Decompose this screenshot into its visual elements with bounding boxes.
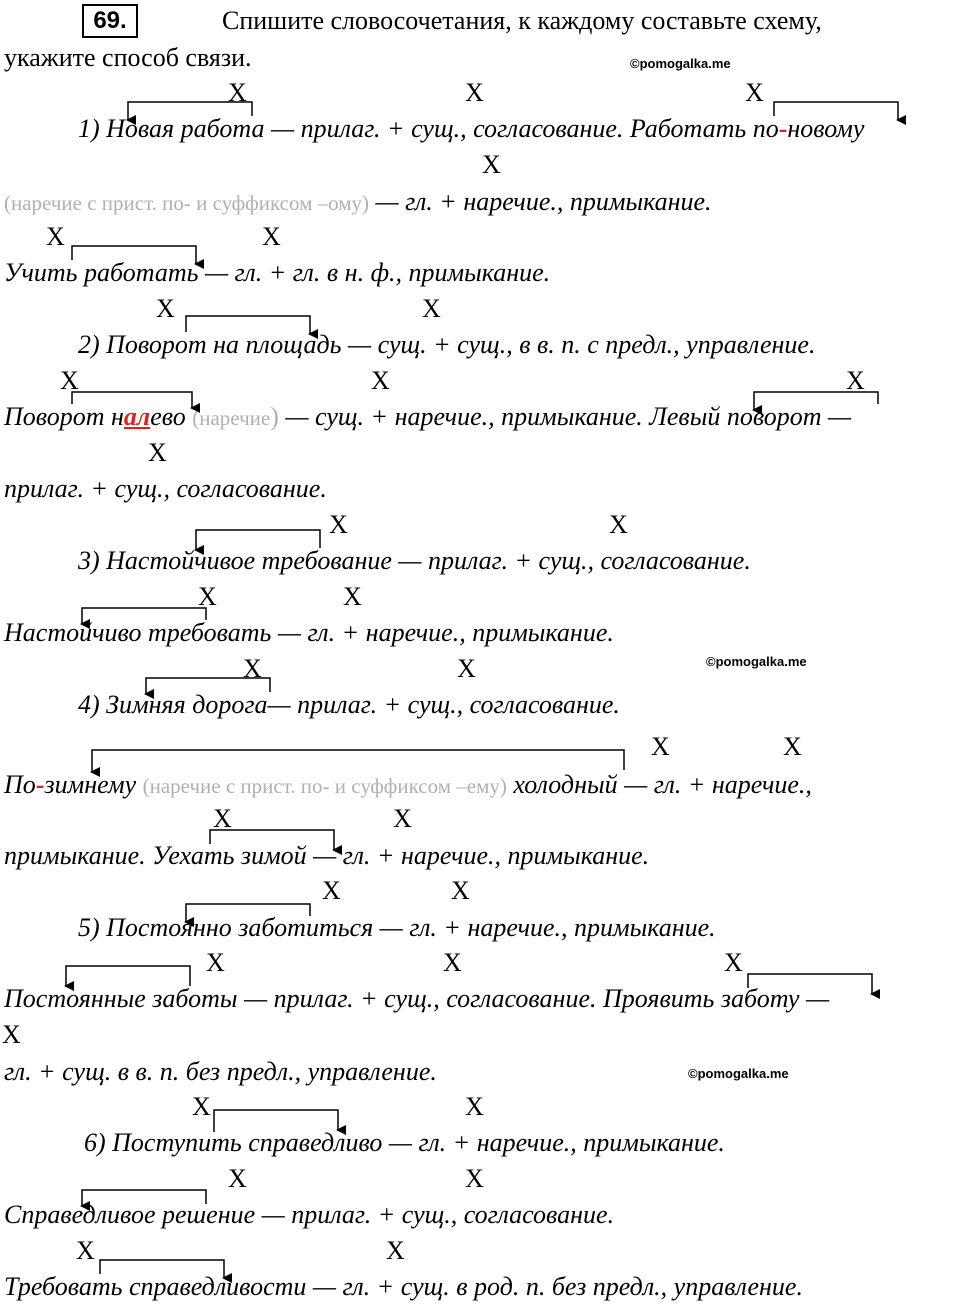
x-marker: X	[393, 804, 412, 833]
p6-line-1: 6) Поступить справедливо — гл. + наречие…	[84, 1128, 725, 1157]
x-marker: X	[262, 222, 281, 251]
x-marker: X	[651, 732, 670, 761]
arrow	[90, 749, 625, 777]
p1-line-1: 1) Новая работа — прилаг. + сущ., соглас…	[78, 114, 865, 143]
x-marker: X	[745, 78, 764, 107]
x-marker: X	[609, 510, 628, 539]
x-marker: X	[228, 78, 247, 107]
p3-line-1: 3) Настойчивое требование — прилаг. + су…	[78, 546, 751, 575]
p2-line-1: 2) Поворот на площадь — сущ. + сущ., в в…	[78, 330, 816, 359]
task-text-line-1: Спишите словосочетания, к каждому состав…	[222, 6, 822, 35]
x-marker: X	[783, 732, 802, 761]
p6-line-3: Требовать справедливости — гл. + сущ. в …	[4, 1272, 803, 1301]
x-marker: X	[2, 1020, 21, 1049]
p5-line-2: Постоянные заботы — прилаг. + сущ., согл…	[4, 984, 830, 1013]
p2-line-3: прилаг. + сущ., согласование.	[4, 474, 327, 503]
x-marker: X	[148, 438, 167, 467]
p4-line-1: 4) Зимняя дорога— прилаг. + сущ., соглас…	[78, 690, 620, 719]
p6-line-2: Справедливое решение — прилаг. + сущ., с…	[4, 1200, 615, 1229]
p3-line-2: Настойчиво требовать — гл. + наречие., п…	[4, 618, 614, 647]
x-marker: X	[371, 366, 390, 395]
x-marker: X	[465, 1092, 484, 1121]
x-marker: X	[482, 150, 501, 179]
x-marker: X	[329, 510, 348, 539]
watermark: ©pomogalka.me	[630, 56, 731, 71]
x-marker: X	[156, 294, 175, 323]
x-marker: X	[192, 1092, 211, 1121]
x-marker: X	[76, 1236, 95, 1265]
p5-line-1: 5) Постоянно заботиться — гл. + наречие.…	[78, 913, 716, 942]
x-marker: X	[206, 948, 225, 977]
x-marker: X	[46, 222, 65, 251]
arrow	[64, 965, 191, 991]
x-marker: X	[228, 1164, 247, 1193]
x-marker: X	[422, 294, 441, 323]
p4-line-2: По-зимнему (наречие с прист. по- и суффи…	[4, 770, 812, 799]
x-marker: X	[846, 366, 865, 395]
x-marker: X	[386, 1236, 405, 1265]
task-text-line-2: укажите способ связи.	[4, 43, 252, 72]
p5-line-3: гл. + сущ. в в. п. без предл., управлени…	[4, 1057, 437, 1086]
p1-line-2: (наречие с прист. по- и суффиксом –ому) …	[4, 187, 712, 216]
x-marker: X	[465, 78, 484, 107]
exercise-number: 69.	[82, 4, 138, 38]
watermark: ©pomogalka.me	[688, 1066, 789, 1081]
watermark: ©pomogalka.me	[706, 654, 807, 669]
x-marker: X	[198, 582, 217, 611]
p2-line-2: Поворот налево (наречие) — сущ. + наречи…	[4, 402, 852, 431]
x-marker: X	[343, 582, 362, 611]
x-marker: X	[243, 654, 262, 683]
x-marker: X	[322, 876, 341, 905]
x-marker: X	[451, 876, 470, 905]
x-marker: X	[60, 366, 79, 395]
x-marker: X	[724, 948, 743, 977]
x-marker: X	[465, 1164, 484, 1193]
x-marker: X	[443, 948, 462, 977]
p4-line-3: примыкание. Уехать зимой — гл. + наречие…	[4, 841, 650, 870]
x-marker: X	[213, 804, 232, 833]
p1-line-3: Учить работать — гл. + гл. в н. ф., прим…	[4, 258, 551, 287]
x-marker: X	[457, 654, 476, 683]
